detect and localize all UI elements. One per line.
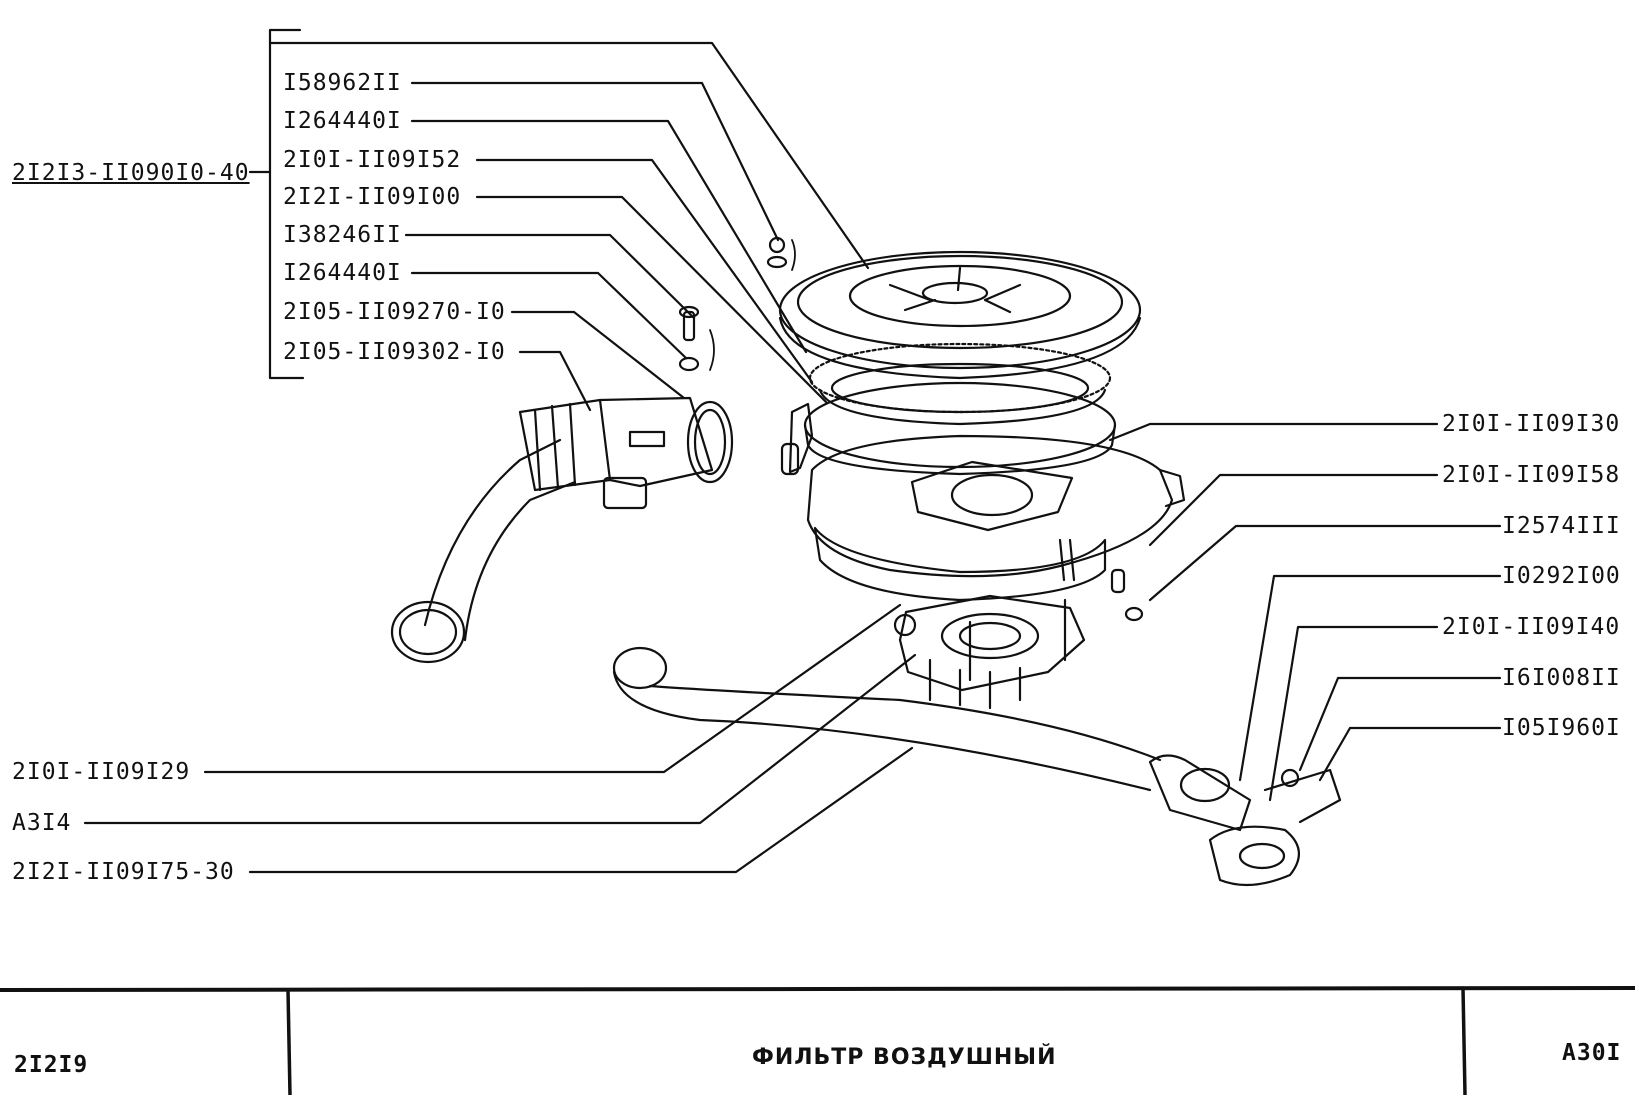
filter-lid bbox=[778, 250, 1142, 380]
hardware-parts bbox=[678, 236, 1144, 622]
part-label-bracket-5: I38246II bbox=[283, 222, 402, 248]
part-label-right-7: I05I960I bbox=[1502, 715, 1621, 741]
leader-lines-right bbox=[1108, 422, 1502, 802]
part-label-bracket-1: I58962II bbox=[283, 70, 402, 96]
model-number: 2I2I9 bbox=[14, 1052, 89, 1078]
leader-lines-left bbox=[83, 603, 917, 874]
part-label-left-1: 2I0I-II09I29 bbox=[12, 759, 191, 785]
assembly-bracket bbox=[268, 28, 305, 380]
part-label-right-5: 2I0I-II09I40 bbox=[1442, 614, 1621, 640]
part-label-bracket-2: I264440I bbox=[283, 108, 402, 134]
leader-lines-bracket bbox=[268, 41, 870, 412]
part-label-right-6: I6I008II bbox=[1502, 665, 1621, 691]
part-label-right-2: 2I0I-II09I58 bbox=[1442, 462, 1621, 488]
part-label-bracket-7: 2I05-II09270-I0 bbox=[283, 299, 506, 325]
part-label-right-4: I0292I00 bbox=[1502, 563, 1621, 589]
preheat-duct bbox=[612, 646, 1342, 887]
part-label-bracket-3: 2I0I-II09I52 bbox=[283, 147, 462, 173]
part-label-bracket-8: 2I05-II09302-I0 bbox=[283, 339, 506, 365]
title-block-frame bbox=[0, 986, 1635, 1095]
intake-hose bbox=[390, 396, 734, 664]
filter-element bbox=[808, 342, 1112, 426]
assembly-number-label: 2I2I3-II090I0-40 bbox=[12, 160, 250, 186]
mounting-adapter bbox=[893, 594, 1086, 710]
filter-gasket bbox=[803, 381, 1117, 476]
part-label-right-1: 2I0I-II09I30 bbox=[1442, 411, 1621, 437]
part-label-bracket-6: I264440I bbox=[283, 260, 402, 286]
filter-housing bbox=[780, 402, 1186, 602]
part-label-bracket-4: 2I2I-II09I00 bbox=[283, 184, 462, 210]
part-label-left-2: A3I4 bbox=[12, 810, 72, 836]
part-label-left-3: 2I2I-II09I75-30 bbox=[12, 859, 235, 885]
sheet-number: A30I bbox=[1562, 1040, 1622, 1066]
drawing-title: ФИЛЬТР ВОЗДУШНЫЙ bbox=[752, 1045, 1057, 1070]
part-label-right-3: I2574III bbox=[1502, 513, 1621, 539]
